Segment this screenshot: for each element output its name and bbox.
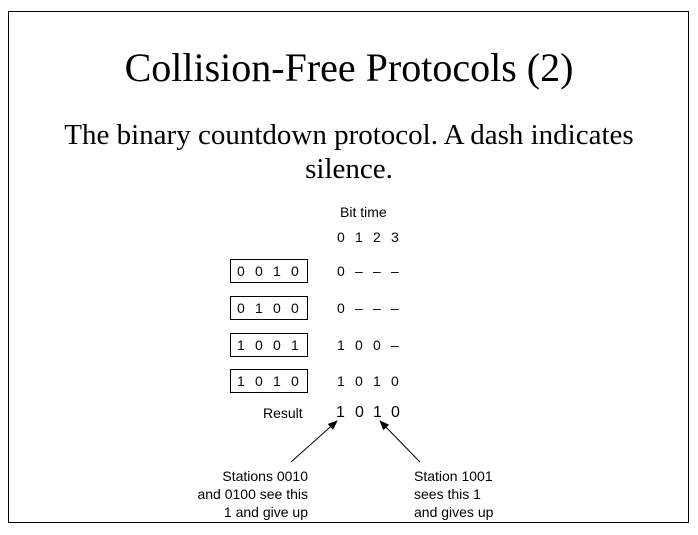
station-address-bit: 1: [273, 263, 281, 279]
station-address-bit: 0: [291, 263, 299, 279]
result-bit: 0: [355, 404, 364, 421]
left-annotation-arrow: [290, 420, 338, 463]
right-annotation-arrow: [379, 420, 421, 463]
result-label: Result: [263, 405, 303, 421]
station-address-box: 0 1 0 0: [230, 296, 308, 320]
station-output-bit: –: [373, 263, 381, 279]
station-address-box: 0 0 1 0: [230, 259, 308, 283]
station-output-bit: 1: [373, 373, 381, 389]
annotation-left: Stations 0010 and 0100 see this 1 and gi…: [150, 467, 308, 521]
station-output-bit: 0: [355, 337, 363, 353]
station-output-bit: 0: [337, 263, 345, 279]
bit-position-3: 3: [391, 229, 399, 245]
bit-time-label: Bit time: [340, 204, 387, 220]
station-address-bit: 1: [291, 337, 299, 353]
station-address-bit: 1: [237, 337, 245, 353]
result-bit: 1: [336, 404, 345, 421]
station-address-bit: 1: [273, 373, 281, 389]
station-output-bit: 0: [391, 373, 399, 389]
annotation-left-line: 1 and give up: [223, 504, 308, 520]
station-address-bit: 1: [255, 300, 263, 316]
slide-title: Collision-Free Protocols (2): [124, 45, 574, 90]
station-output-bit: –: [391, 337, 399, 353]
station-output-bit: 1: [337, 373, 345, 389]
bit-position-1: 1: [355, 229, 363, 245]
station-address-bit: 1: [237, 373, 245, 389]
annotation-right-line: sees this 1: [414, 486, 481, 502]
annotation-right: Station 1001 sees this 1 and gives up: [414, 467, 493, 521]
station-address-bit: 0: [255, 263, 263, 279]
station-output-bit: –: [391, 263, 399, 279]
station-output-bit: –: [391, 300, 399, 316]
annotation-right-line: Station 1001: [414, 468, 493, 484]
station-address-bit: 0: [291, 300, 299, 316]
slide-frame: [8, 11, 689, 523]
station-address-bit: 0: [291, 373, 299, 389]
station-output-bit: –: [373, 300, 381, 316]
bit-position-2: 2: [373, 229, 381, 245]
station-address-bit: 0: [237, 263, 245, 279]
station-output-bit: 1: [337, 337, 345, 353]
result-bit: 1: [373, 404, 382, 421]
station-address-box: 1 0 0 1: [230, 333, 308, 357]
station-output-bit: –: [355, 263, 363, 279]
bit-position-0: 0: [337, 229, 345, 245]
station-address-bit: 0: [273, 337, 281, 353]
result-bit: 0: [391, 404, 400, 421]
station-address-box: 1 0 1 0: [230, 369, 308, 393]
station-output-bit: 0: [355, 373, 363, 389]
station-output-bit: –: [355, 300, 363, 316]
annotation-left-line: Stations 0010: [222, 468, 308, 484]
slide-subtitle-line-1: The binary countdown protocol. A dash in…: [64, 119, 634, 151]
station-output-bit: 0: [337, 300, 345, 316]
station-address-bit: 0: [273, 300, 281, 316]
station-address-bit: 0: [255, 337, 263, 353]
annotation-left-line: and 0100 see this: [197, 486, 308, 502]
slide-subtitle-line-2: silence.: [305, 153, 393, 185]
annotation-right-line: and gives up: [414, 504, 494, 520]
station-output-bit: 0: [373, 337, 381, 353]
station-address-bit: 0: [237, 300, 245, 316]
station-address-bit: 0: [255, 373, 263, 389]
